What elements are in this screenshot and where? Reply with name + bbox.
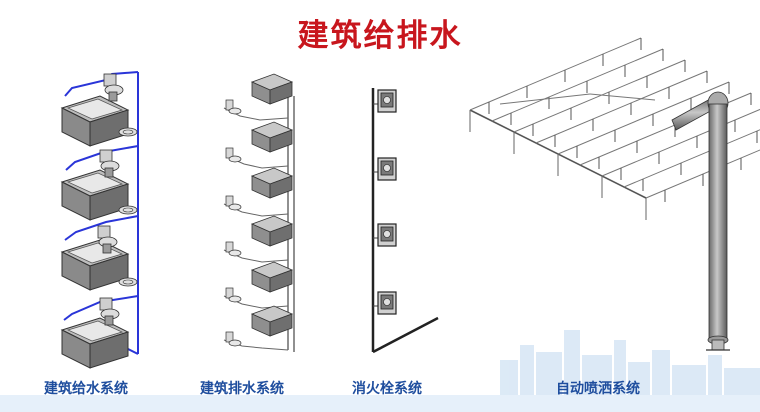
caption-water-supply: 建筑给水系统	[44, 381, 128, 397]
caption-drainage: 建筑排水系统	[200, 381, 284, 397]
branch-pipe	[499, 93, 591, 105]
branch-pipe	[535, 70, 708, 144]
branch-pipe	[589, 93, 656, 101]
caption-sprinkler: 自动喷洒系统	[556, 381, 640, 397]
branch-pipe	[491, 48, 664, 122]
page-title: 建筑给排水	[297, 18, 463, 54]
branch-pipe	[513, 59, 686, 133]
caption-fire-hydrant: 消火栓系统	[352, 381, 422, 397]
branch-pipe	[601, 108, 760, 177]
branch-pipe	[645, 149, 760, 199]
branch-pipe	[557, 81, 730, 155]
branch-pipe	[469, 37, 642, 111]
